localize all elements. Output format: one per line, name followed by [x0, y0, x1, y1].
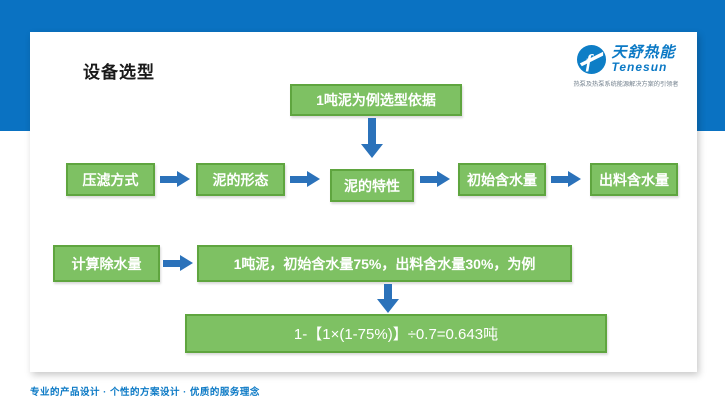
logo-tagline: 热泵及热泵系统能源解决方案的引领者: [573, 81, 679, 88]
arrow-stem: [290, 175, 307, 183]
arrow-stem: [420, 175, 437, 183]
arrow-right-icon: [551, 171, 581, 187]
arrow-head: [307, 171, 320, 187]
arrow-head: [437, 171, 450, 187]
arrow-down-icon: [361, 118, 383, 158]
svg-text:f: f: [586, 51, 595, 72]
arrow-stem: [160, 175, 177, 183]
logo-name-cn: 天舒热能: [611, 44, 676, 61]
logo-name-en: Tenesun: [611, 60, 668, 74]
footer-slogan: 专业的产品设计 · 个性的方案设计 · 优质的服务理念: [30, 387, 260, 398]
page-title: 设备选型: [83, 63, 155, 82]
arrow-head: [377, 299, 399, 313]
flow-box-initial-water-content: 初始含水量: [458, 163, 546, 196]
flow-box-mud-characteristics: 泥的特性: [330, 169, 414, 202]
arrow-down-icon: [377, 284, 399, 313]
arrow-stem: [368, 118, 376, 144]
arrow-head: [361, 144, 383, 158]
arrow-head: [177, 171, 190, 187]
arrow-head: [180, 255, 193, 271]
content-card: 设备选型 f 天舒热能 Tenesun 热泵及热泵系统能源解决方案的引领者 1吨…: [30, 32, 697, 372]
arrow-stem: [551, 175, 568, 183]
arrow-stem: [384, 284, 392, 299]
flow-box-selection-basis: 1吨泥为例选型依据: [290, 84, 462, 116]
flow-box-mud-form: 泥的形态: [196, 163, 285, 196]
arrow-right-icon: [290, 171, 320, 187]
arrow-right-icon: [420, 171, 450, 187]
flow-box-output-water-content: 出料含水量: [590, 163, 678, 196]
company-logo: f 天舒热能 Tenesun 热泵及热泵系统能源解决方案的引领者: [561, 44, 691, 88]
arrow-right-icon: [160, 171, 190, 187]
arrow-head: [568, 171, 581, 187]
arrow-right-icon: [163, 255, 193, 271]
tenesun-logo-icon: f: [577, 44, 607, 75]
flow-box-formula: 1-【1×(1-75%)】÷0.7=0.643吨: [185, 314, 607, 353]
flow-box-calc-water-removal: 计算除水量: [53, 245, 160, 282]
flow-box-example-detail: 1吨泥，初始含水量75%，出料含水量30%，为例: [197, 245, 572, 282]
arrow-stem: [163, 259, 180, 267]
flow-box-filter-press-method: 压滤方式: [66, 163, 155, 196]
